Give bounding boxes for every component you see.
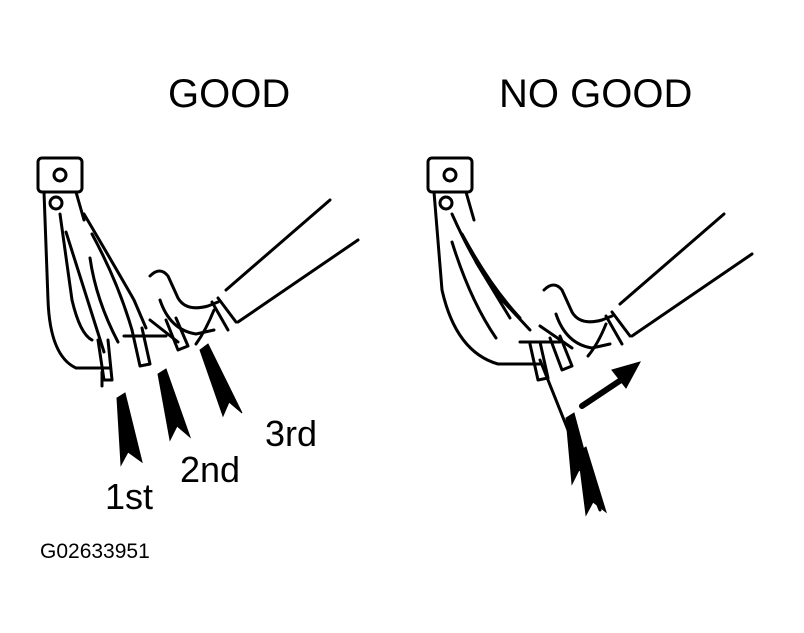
pointer-lower-icon [577,446,607,517]
bracket-icon [426,156,542,366]
clip-icons [528,334,574,382]
pointer-3rd-icon [199,343,243,418]
puller-tool-icon [542,212,754,358]
wire-layers [450,212,574,350]
label-3rd: 3rd [265,413,318,454]
clip-icons [96,316,190,382]
good-illustration [36,156,360,467]
wire-layers [58,212,180,354]
no-good-illustration [426,156,754,517]
puller-tool-icon [148,198,360,346]
good-title: GOOD [168,72,291,116]
pointer-2nd-icon [157,368,192,442]
label-1st: 1st [105,476,154,517]
bracket-icon [36,156,112,370]
label-2nd: 2nd [180,449,241,490]
no-good-title: NO GOOD [499,72,693,116]
pointer-1st-icon [116,392,143,467]
pull-direction-arrow-icon [579,361,642,409]
figure-code: G02633951 [40,540,150,563]
